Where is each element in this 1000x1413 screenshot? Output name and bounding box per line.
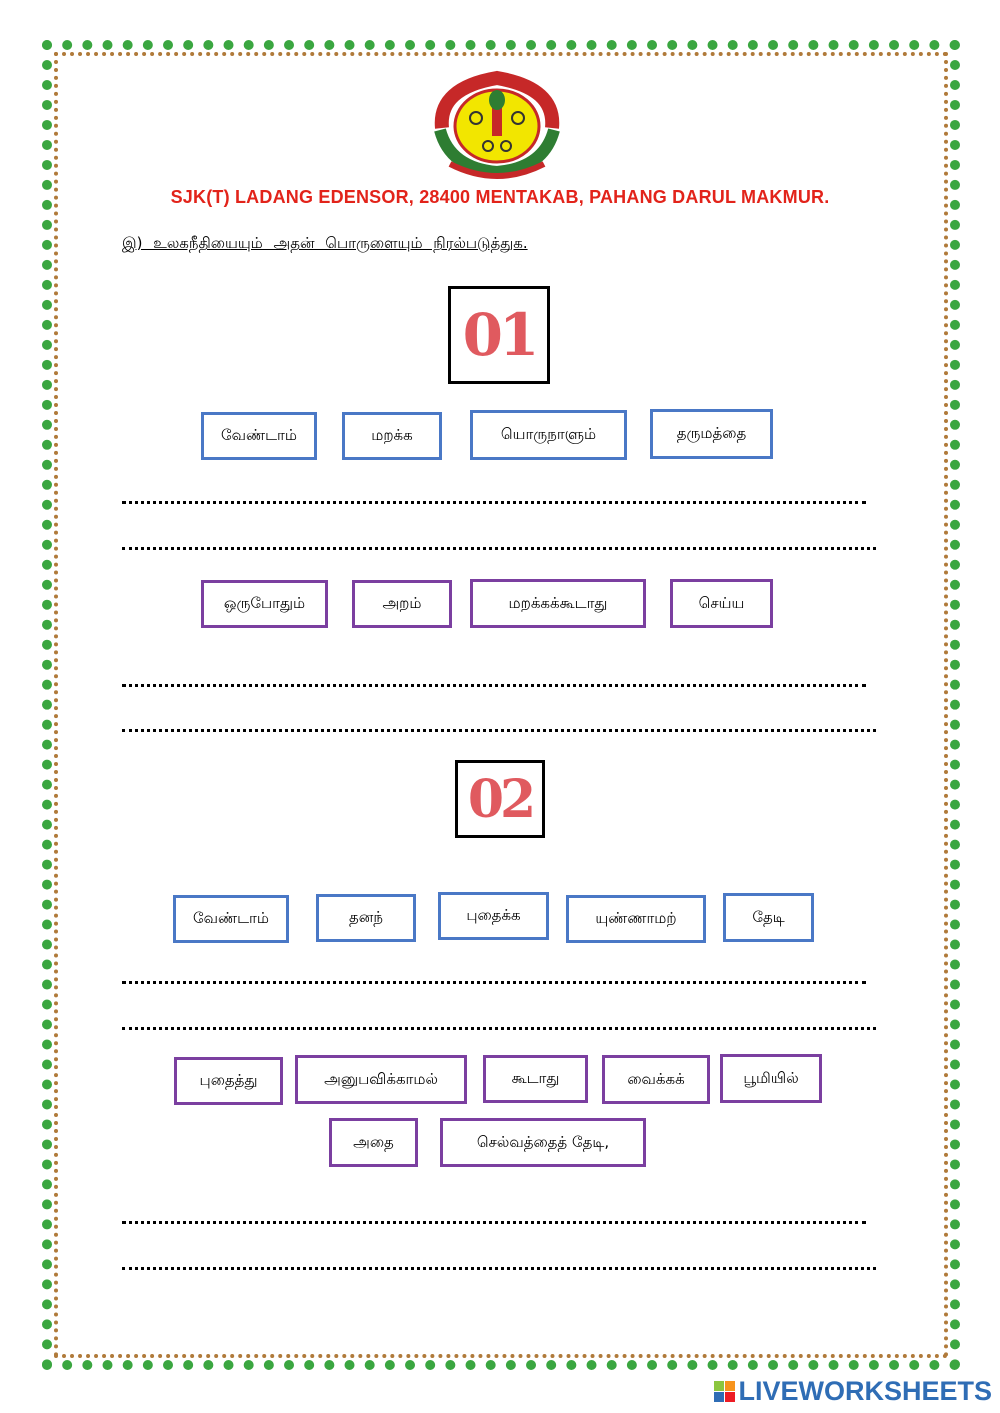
word-box[interactable]: கூடாது [483,1055,588,1103]
word-box[interactable]: அதை [329,1118,418,1167]
answer-line[interactable] [122,497,866,504]
decorative-page-border [42,40,960,1370]
answer-line[interactable] [122,1217,866,1224]
word-box[interactable]: தருமத்தை [650,409,773,459]
answer-line[interactable] [122,977,866,984]
word-box[interactable]: ஒருபோதும் [201,580,328,628]
answer-line[interactable] [122,543,876,550]
answer-line[interactable] [122,680,866,687]
word-box[interactable]: அறம் [352,580,452,628]
word-box[interactable]: வைக்கக் [602,1055,710,1104]
answer-line[interactable] [122,1023,876,1030]
word-box[interactable]: செல்வத்தைத் தேடி, [440,1118,646,1167]
section-number-02: 02 [455,760,545,838]
word-box[interactable]: வேண்டாம் [173,895,289,943]
instruction-text: இ) உலகநீதியையும் அதன் பொருளையும் நிரல்பட… [122,234,528,252]
liveworksheets-brand[interactable]: LIVEWORKSHEETS [714,1376,992,1407]
section-number-01: 01 [448,286,550,384]
school-name: SJK(T) LADANG EDENSOR, 28400 MENTAKAB, P… [170,187,830,207]
answer-line[interactable] [122,725,876,732]
answer-line[interactable] [122,1263,876,1270]
word-box[interactable]: புதைத்து [174,1057,283,1105]
brand-text: LIVEWORKSHEETS [738,1376,992,1406]
word-box[interactable]: மறக்கக்கூடாது [470,579,646,628]
word-box[interactable]: வேண்டாம் [201,412,317,460]
word-box[interactable]: தேடி [723,893,814,942]
word-box[interactable]: யொருநாளும் [470,410,627,460]
word-box[interactable]: பூமியில் [720,1054,822,1103]
word-box[interactable]: தனந் [316,894,416,942]
word-box[interactable]: யுண்ணாமற் [566,895,706,943]
word-box[interactable]: புதைக்க [438,892,549,940]
liveworksheets-logo-icon [714,1381,736,1402]
word-box[interactable]: மறக்க [342,412,442,460]
word-box[interactable]: செய்ய [670,579,773,628]
word-box[interactable]: அனுபவிக்காமல் [295,1055,467,1104]
school-logo [434,70,560,179]
